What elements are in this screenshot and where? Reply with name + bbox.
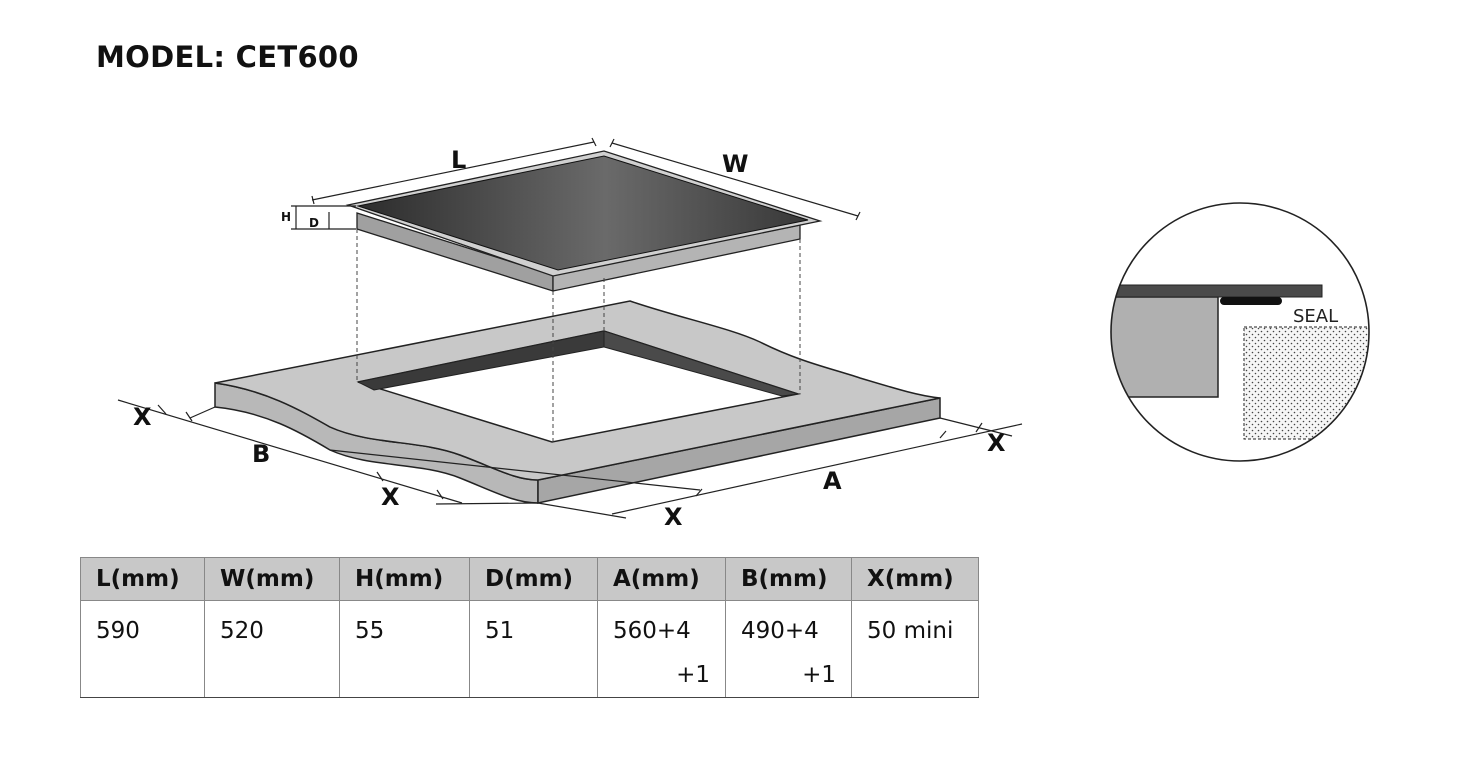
header-w: W(mm) — [204, 557, 340, 601]
model-title: MODEL: CET600 — [96, 40, 359, 74]
header-h: H(mm) — [339, 557, 470, 601]
countertop-section — [1111, 296, 1219, 398]
header-b: B(mm) — [725, 557, 852, 601]
cabinet-section — [1243, 326, 1369, 440]
cell-d-value: 51 — [485, 618, 515, 644]
dimensions-table: L(mm) W(mm) H(mm) D(mm) A(mm) B(mm) X(mm… — [80, 557, 979, 698]
cell-d: 51 — [469, 600, 598, 698]
header-x: X(mm) — [851, 557, 979, 601]
hob — [345, 150, 823, 292]
table-header-row: L(mm) W(mm) H(mm) D(mm) A(mm) B(mm) X(mm… — [80, 557, 979, 601]
header-d: D(mm) — [469, 557, 598, 601]
alignment-lines — [356, 229, 801, 442]
cell-w: 520 — [204, 600, 340, 698]
cell-b-value: 490+4 — [741, 618, 819, 644]
label-d: D — [309, 216, 319, 230]
cell-x: 50 mini — [851, 600, 979, 698]
label-l: L — [451, 146, 466, 174]
header-l: L(mm) — [80, 557, 205, 601]
cell-x-value: 50 mini — [867, 618, 954, 644]
seal-strip — [1220, 297, 1282, 305]
cell-l: 590 — [80, 600, 205, 698]
cell-h-value: 55 — [355, 618, 385, 644]
label-x-front-right: X — [664, 503, 683, 531]
cell-w-value: 520 — [220, 618, 264, 644]
label-x-front-left: X — [381, 483, 400, 511]
cutout-inner-wall-right — [603, 330, 799, 397]
label-x-right: X — [987, 429, 1006, 457]
cell-h: 55 — [339, 600, 470, 698]
seal-label: SEAL — [1293, 306, 1338, 327]
hob-glass-top — [356, 155, 809, 271]
cell-l-value: 590 — [96, 618, 140, 644]
cell-a-tolerance: +1 — [676, 662, 710, 688]
cell-b-tolerance: +1 — [802, 662, 836, 688]
table-row: 590 520 55 51 560+4 +1 490+4 +1 50 mini — [80, 600, 979, 698]
cell-a-value: 560+4 — [613, 618, 691, 644]
label-w: W — [722, 150, 748, 178]
label-b: B — [252, 440, 270, 468]
header-a: A(mm) — [597, 557, 726, 601]
label-a: A — [823, 467, 842, 495]
cell-a: 560+4 +1 — [597, 600, 726, 698]
label-h: H — [281, 210, 291, 224]
cell-b: 490+4 +1 — [725, 600, 852, 698]
hob-plate-section — [1111, 284, 1323, 298]
seal-detail: SEAL — [1110, 202, 1370, 462]
label-x-left: X — [133, 403, 152, 431]
dimension-lines — [117, 137, 1023, 519]
countertop — [214, 300, 941, 504]
